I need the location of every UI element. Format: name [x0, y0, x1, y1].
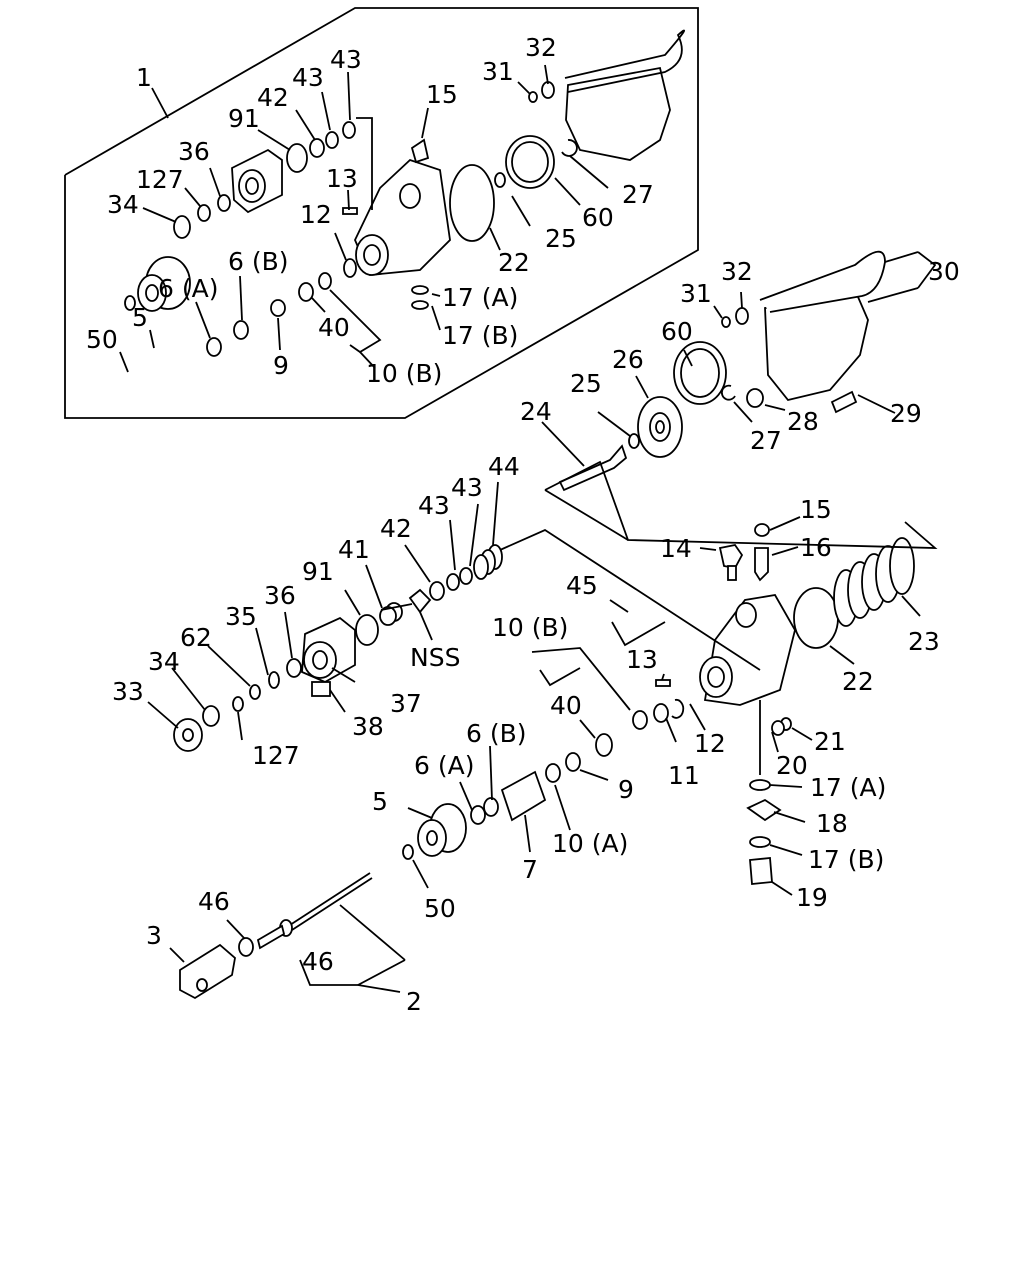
label-2: 2 — [406, 987, 422, 1016]
label-27: 27 — [622, 180, 654, 209]
label-25: 25 — [545, 224, 577, 253]
label-17b-main: 17 (B) — [808, 845, 884, 874]
label-22: 22 — [498, 248, 530, 277]
label-38: 38 — [352, 712, 384, 741]
label-42-main: 42 — [380, 514, 412, 543]
label-31-main: 31 — [680, 279, 712, 308]
label-60-main: 60 — [661, 317, 693, 346]
label-17a: 17 (A) — [442, 283, 518, 312]
repair-kit-box — [64, 7, 699, 419]
label-127: 127 — [136, 165, 184, 194]
label-23: 23 — [908, 627, 940, 656]
label-nss: NSS — [410, 643, 460, 672]
label-17a-main: 17 (A) — [810, 773, 886, 802]
label-36: 36 — [178, 137, 210, 166]
label-27-main: 27 — [750, 426, 782, 455]
label-43c: 43 — [451, 473, 483, 502]
label-46a: 46 — [198, 887, 230, 916]
label-40: 40 — [318, 313, 350, 342]
label-43d: 43 — [418, 491, 450, 520]
label-33: 33 — [112, 677, 144, 706]
label-19: 19 — [796, 883, 828, 912]
label-15: 15 — [426, 80, 458, 109]
label-36-main: 36 — [264, 581, 296, 610]
label-46b: 46 — [302, 947, 334, 976]
label-91-main: 91 — [302, 557, 334, 586]
label-45: 45 — [566, 571, 598, 600]
label-14: 14 — [660, 534, 692, 563]
label-13-main: 13 — [626, 645, 658, 674]
label-12-main: 12 — [694, 729, 726, 758]
label-6a-main: 6 (A) — [414, 751, 474, 780]
label-22-main: 22 — [842, 667, 874, 696]
label-50: 50 — [86, 325, 118, 354]
label-6a: 6 (A) — [158, 274, 218, 303]
label-42: 42 — [257, 83, 289, 112]
label-43a: 43 — [330, 45, 362, 74]
label-32: 32 — [525, 33, 557, 62]
label-11: 11 — [668, 761, 700, 790]
label-5: 5 — [132, 303, 148, 332]
label-10b: 10 (B) — [366, 359, 442, 388]
label-28: 28 — [787, 407, 819, 436]
label-17b: 17 (B) — [442, 321, 518, 350]
label-34: 34 — [107, 190, 139, 219]
label-32-main: 32 — [721, 257, 753, 286]
label-43b: 43 — [292, 63, 324, 92]
label-60: 60 — [582, 203, 614, 232]
label-9-main: 9 — [618, 775, 634, 804]
label-kit: 1 — [136, 63, 152, 92]
label-20: 20 — [776, 751, 808, 780]
label-5-main: 5 — [372, 787, 388, 816]
label-13: 13 — [326, 164, 358, 193]
label-10a: 10 (A) — [552, 829, 628, 858]
label-7: 7 — [522, 855, 538, 884]
label-3: 3 — [146, 921, 162, 950]
kit-parts — [124, 29, 686, 357]
label-62: 62 — [180, 623, 212, 652]
label-91: 91 — [228, 104, 260, 133]
part-labels: 1 43 43 42 91 36 127 34 15 13 12 31 32 2… — [86, 33, 960, 1016]
main-leader-lines — [147, 291, 938, 993]
label-37: 37 — [390, 689, 422, 718]
label-41: 41 — [338, 535, 370, 564]
label-6b-main: 6 (B) — [466, 719, 527, 748]
label-24: 24 — [520, 397, 552, 426]
label-12: 12 — [300, 200, 332, 229]
label-50-main: 50 — [424, 894, 456, 923]
label-35: 35 — [225, 602, 257, 631]
label-40-main: 40 — [550, 691, 582, 720]
label-44: 44 — [488, 452, 520, 481]
label-34-main: 34 — [148, 647, 180, 676]
label-18: 18 — [816, 809, 848, 838]
label-6b: 6 (B) — [228, 247, 289, 276]
label-26: 26 — [612, 345, 644, 374]
main-parts — [173, 250, 937, 1000]
label-30: 30 — [928, 257, 960, 286]
kit-leader-lines — [119, 64, 609, 373]
label-25-main: 25 — [570, 369, 602, 398]
label-16: 16 — [800, 533, 832, 562]
label-10b-main: 10 (B) — [492, 613, 568, 642]
label-9: 9 — [273, 351, 289, 380]
label-29: 29 — [890, 399, 922, 428]
label-31: 31 — [482, 57, 514, 86]
label-21: 21 — [814, 727, 846, 756]
label-127-main: 127 — [252, 741, 300, 770]
label-15-main: 15 — [800, 495, 832, 524]
